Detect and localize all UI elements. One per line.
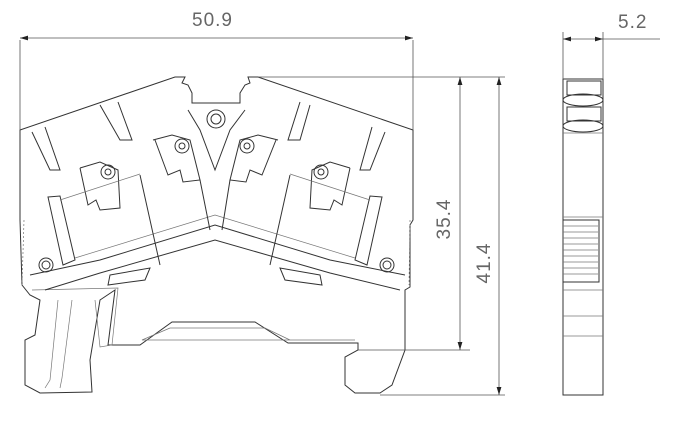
dimension-width-label: 50.9 <box>192 10 233 31</box>
dimension-side-width-label: 5.2 <box>618 12 648 33</box>
dimension-rail-height-label: 35.4 <box>434 198 455 240</box>
dimension-lines <box>19 32 660 396</box>
side-view <box>562 78 604 396</box>
front-view <box>19 76 414 394</box>
dimension-overall-height-label: 41.4 <box>474 242 495 284</box>
clamp-springs <box>47 134 383 286</box>
